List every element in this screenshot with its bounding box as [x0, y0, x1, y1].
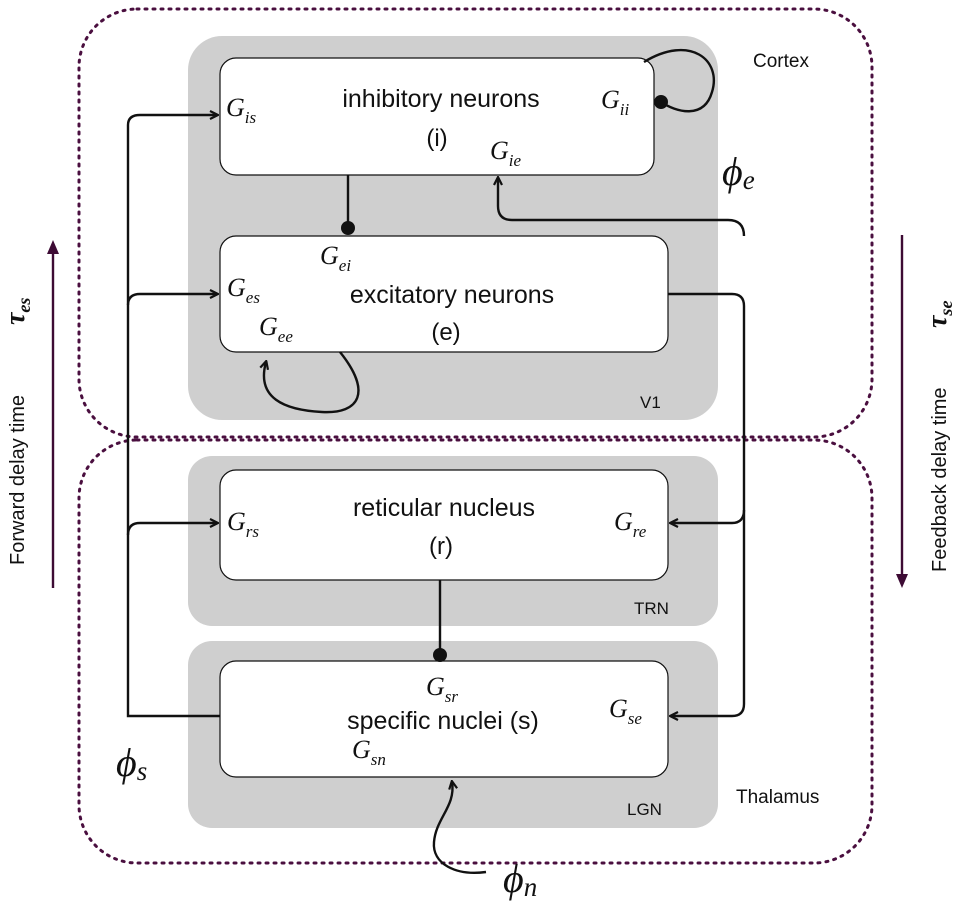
connection-e-to-i [498, 178, 746, 237]
v1-label: V1 [640, 393, 661, 412]
gain-sn: Gsn [352, 735, 386, 769]
gain-es: Ges [227, 273, 260, 307]
forward-delay-symbol: τes [0, 298, 34, 325]
reticular-nucleus-title: reticular nucleus [353, 494, 535, 522]
connection-s-to-r [126, 523, 217, 536]
forward-delay-symbol-group: τes [0, 298, 34, 325]
gain-re: Gre [614, 507, 647, 541]
gain-ii: Gii [601, 85, 630, 119]
forward-delay-label-group: Forward delay time [7, 395, 29, 565]
gain-ie: Gie [490, 136, 522, 170]
inhibitory-neurons-title: inhibitory neurons [342, 85, 539, 113]
reticular-nucleus-sub: (r) [429, 533, 453, 560]
gain-rs: Grs [227, 507, 259, 541]
gain-is: Gis [226, 93, 257, 127]
reticular-nucleus-box [219, 469, 669, 581]
gain-ee: Gee [259, 312, 293, 346]
inhibitory-neurons-sub: (i) [426, 125, 447, 152]
feedback-delay-symbol-group: τse [922, 301, 956, 328]
specific-nuclei-title: specific nuclei (s) [347, 707, 539, 735]
phi-s-label: ϕs [116, 740, 147, 786]
gain-sr: Gsr [426, 672, 458, 706]
excitatory-neurons-sub: (e) [431, 319, 460, 346]
external-input-phi-n [432, 782, 487, 874]
thalamus-label: Thalamus [736, 787, 819, 808]
thalamus-region [77, 438, 874, 865]
self-loop-ee [264, 351, 360, 414]
phi-n-label: ϕn [503, 856, 537, 902]
cortex-region [77, 7, 874, 439]
phi-e-label: ϕe [722, 149, 755, 195]
feedback-delay-symbol: τse [922, 301, 956, 328]
feedback-delay-label-group: Feedback delay time [929, 387, 951, 572]
forward-delay-label: Forward delay time [7, 395, 29, 565]
feedback-delay-label: Feedback delay time [929, 387, 951, 572]
connection-e-to-s [668, 292, 746, 716]
self-loop-ii [643, 49, 715, 113]
cortex-label: Cortex [753, 51, 809, 72]
lgn-label: LGN [627, 800, 662, 819]
connection-s-to-i [126, 115, 220, 718]
gain-ei: Gei [320, 241, 351, 275]
gain-se: Gse [609, 694, 642, 728]
connection-e-to-r [671, 509, 746, 523]
inhibitory-neurons-box [219, 57, 655, 176]
excitatory-neurons-title: excitatory neurons [350, 281, 554, 309]
connection-s-to-e [126, 294, 217, 306]
trn-label: TRN [634, 599, 669, 618]
